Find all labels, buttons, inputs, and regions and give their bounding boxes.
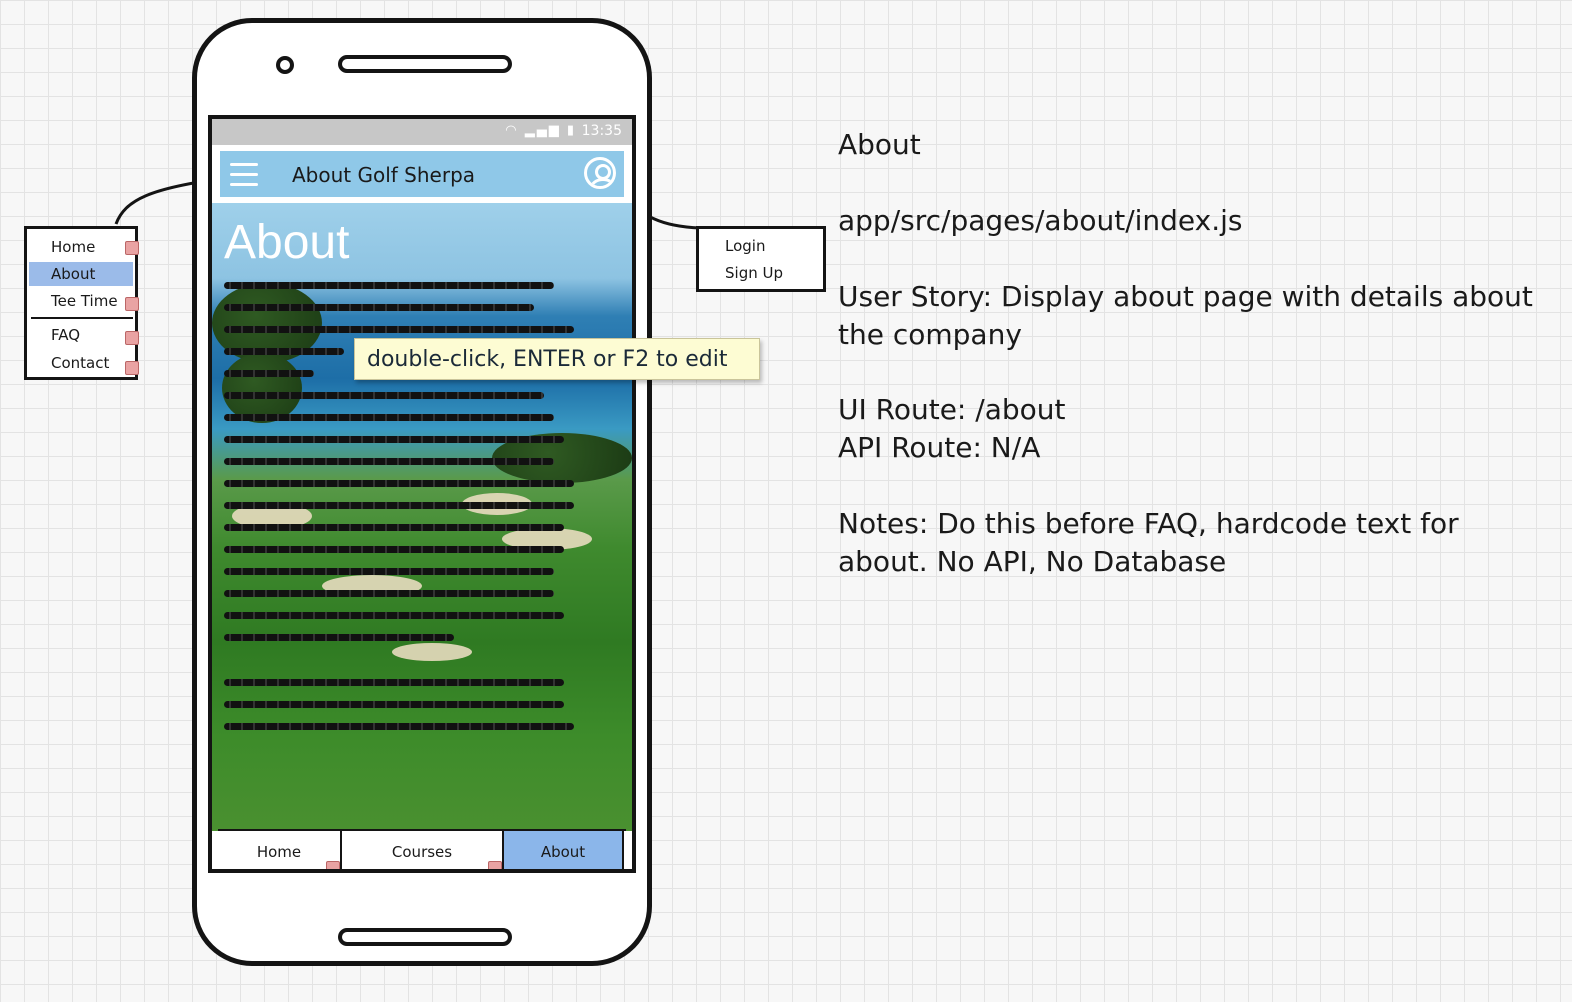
edit-tooltip: double-click, ENTER or F2 to edit [354,338,760,380]
app-bar: About Golf Sherpa [218,149,626,199]
menu-item-tee-time[interactable]: Tee Time [51,292,118,310]
speaker-top [338,55,512,73]
notes-user-story: User Story: Display about page with deta… [838,280,1533,313]
bunker [502,528,592,550]
user-icon[interactable] [584,157,616,189]
home-bar [338,928,512,946]
notes-text: Notes: Do this before FAQ, hardcode text… [838,507,1459,540]
link-icon [125,361,139,375]
placeholder-text-block [212,119,632,869]
menu-item-sign-up[interactable]: Sign Up [725,264,783,282]
menu-item-faq[interactable]: FAQ [51,326,81,344]
bottom-tab-bar: Home Courses About [218,829,626,869]
status-bar: ◠ ▂▄▆ ▮ 13:35 [212,119,632,145]
phone-screen: ◠ ▂▄▆ ▮ 13:35 About Golf Sherpa About [208,115,636,873]
notes-user-story-cont: the company [838,318,1022,351]
notes-text-cont: about. No API, No Database [838,545,1227,578]
link-icon [488,861,502,869]
menu-divider [31,317,133,319]
page-title: About [224,216,350,269]
menu-item-home[interactable]: Home [51,238,96,256]
menu-item-contact[interactable]: Contact [51,354,110,372]
app-bar-title: About Golf Sherpa [292,163,476,187]
account-menu-popup: Login Sign Up [696,226,826,292]
nav-menu-popup: Home About Tee Time FAQ Contact [24,226,139,380]
tab-courses[interactable]: Courses [342,831,504,869]
tab-about[interactable]: About [504,831,624,869]
status-time: 13:35 [581,123,622,139]
link-icon [326,861,340,869]
link-icon [125,331,139,345]
tab-home[interactable]: Home [218,831,342,869]
notes-api-route: API Route: N/A [838,431,1041,464]
signal-icons: ◠ ▂▄▆ ▮ [505,123,576,138]
camera-icon [276,56,294,74]
notes-path: app/src/pages/about/index.js [838,204,1243,237]
link-icon [125,241,139,255]
tree-icon [222,353,302,423]
hamburger-icon[interactable] [230,163,258,187]
menu-item-about[interactable]: About [29,262,133,286]
link-icon [125,297,139,311]
menu-item-login[interactable]: Login [725,237,766,255]
notes-title: About [838,128,921,161]
notes-ui-route: UI Route: /about [838,393,1066,426]
bunker [392,643,472,661]
